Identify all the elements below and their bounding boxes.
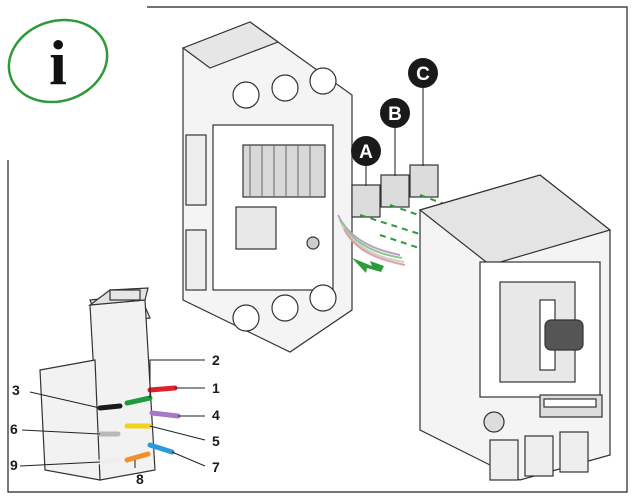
wire-number-8: 8 <box>136 471 144 487</box>
badge-a: A <box>351 136 381 186</box>
wire-number-5: 5 <box>212 433 220 449</box>
frame <box>7 6 628 493</box>
wire-number-labels: 1 2 3 4 5 6 7 8 9 <box>10 352 220 487</box>
connector-plugs <box>351 164 439 218</box>
terminal-block <box>181 21 353 353</box>
wire-number-7: 7 <box>212 459 220 475</box>
info-letter: i <box>49 27 67 98</box>
badge-c-letter: C <box>416 64 430 85</box>
leader-lines <box>19 359 206 468</box>
badge-c: C <box>408 58 438 166</box>
wire-number-1: 1 <box>212 380 220 396</box>
circuit-breaker <box>418 174 612 481</box>
wire-number-9: 9 <box>10 457 18 473</box>
wire-number-3: 3 <box>12 382 20 398</box>
wire-number-6: 6 <box>10 421 18 437</box>
wire-number-2: 2 <box>212 352 220 368</box>
detail-connector <box>39 287 156 481</box>
wire-number-4: 4 <box>212 407 220 423</box>
badge-a-letter: A <box>359 142 373 163</box>
badge-b-letter: B <box>388 104 402 125</box>
badge-b: B <box>380 98 410 176</box>
info-icon: i <box>7 18 109 104</box>
detail-wires <box>97 385 181 465</box>
insertion-arrow <box>352 258 384 273</box>
wire-bundle <box>337 214 406 266</box>
